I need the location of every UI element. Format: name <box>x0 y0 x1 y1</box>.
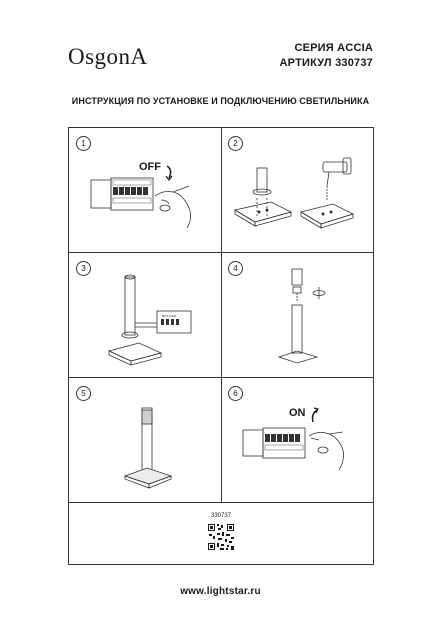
brand-name: OsgonA <box>68 44 148 69</box>
step-number: 5 <box>76 386 91 401</box>
switch-panel-icon <box>242 427 306 459</box>
rotate-arrow-icon <box>312 287 326 299</box>
wiring-illustration: BOX ITEM <box>107 274 192 366</box>
step-6: 6 ON <box>221 378 373 502</box>
installed-lamp-illustration <box>123 407 173 489</box>
grid-divider <box>69 502 373 503</box>
lamp-assembly-illustration <box>277 268 326 364</box>
step-3: 3 BOX ITEM <box>69 253 221 377</box>
qr-code-icon <box>207 523 235 551</box>
grid-divider <box>221 128 222 502</box>
article-code: 330737 <box>210 513 232 519</box>
article-area: 330737 <box>69 502 373 564</box>
website-link[interactable]: www.lightstar.ru <box>180 586 261 597</box>
step-5: 5 <box>69 378 221 502</box>
hand-icon <box>154 185 191 229</box>
step-number: 1 <box>76 136 91 151</box>
on-caption: ON <box>289 407 306 419</box>
drill-icon <box>322 157 352 200</box>
step-number: 6 <box>228 386 243 401</box>
off-caption: OFF <box>139 161 161 173</box>
hand-icon <box>308 431 344 471</box>
step-1: 1 OFF <box>69 128 221 252</box>
step-number: 4 <box>228 261 243 276</box>
switch-on-illustration: ON <box>242 407 344 471</box>
lamp-post-icon <box>277 268 319 364</box>
brand-logo: OsgonA <box>68 44 174 72</box>
instruction-title: ИНСТРУКЦИЯ ПО УСТАНОВКЕ И ПОДКЛЮЧЕНИЮ СВ… <box>71 96 370 106</box>
step-4: 4 <box>221 253 373 377</box>
switch-panel-icon <box>90 177 154 211</box>
step-number: 3 <box>76 261 91 276</box>
step-number: 2 <box>228 136 243 151</box>
article-label: АРТИКУЛ 330737 <box>279 57 373 69</box>
series-label: СЕРИЯ ACCIA <box>294 42 373 54</box>
step-2: 2 <box>221 128 373 252</box>
svg-text:BOX ITEM: BOX ITEM <box>162 314 177 318</box>
mounting-illustration <box>233 157 355 229</box>
switch-off-illustration: OFF <box>90 161 191 229</box>
product-info: СЕРИЯ ACCIA АРТИКУЛ 330737 <box>280 41 373 71</box>
steps-grid: 1 OFF <box>68 127 374 565</box>
